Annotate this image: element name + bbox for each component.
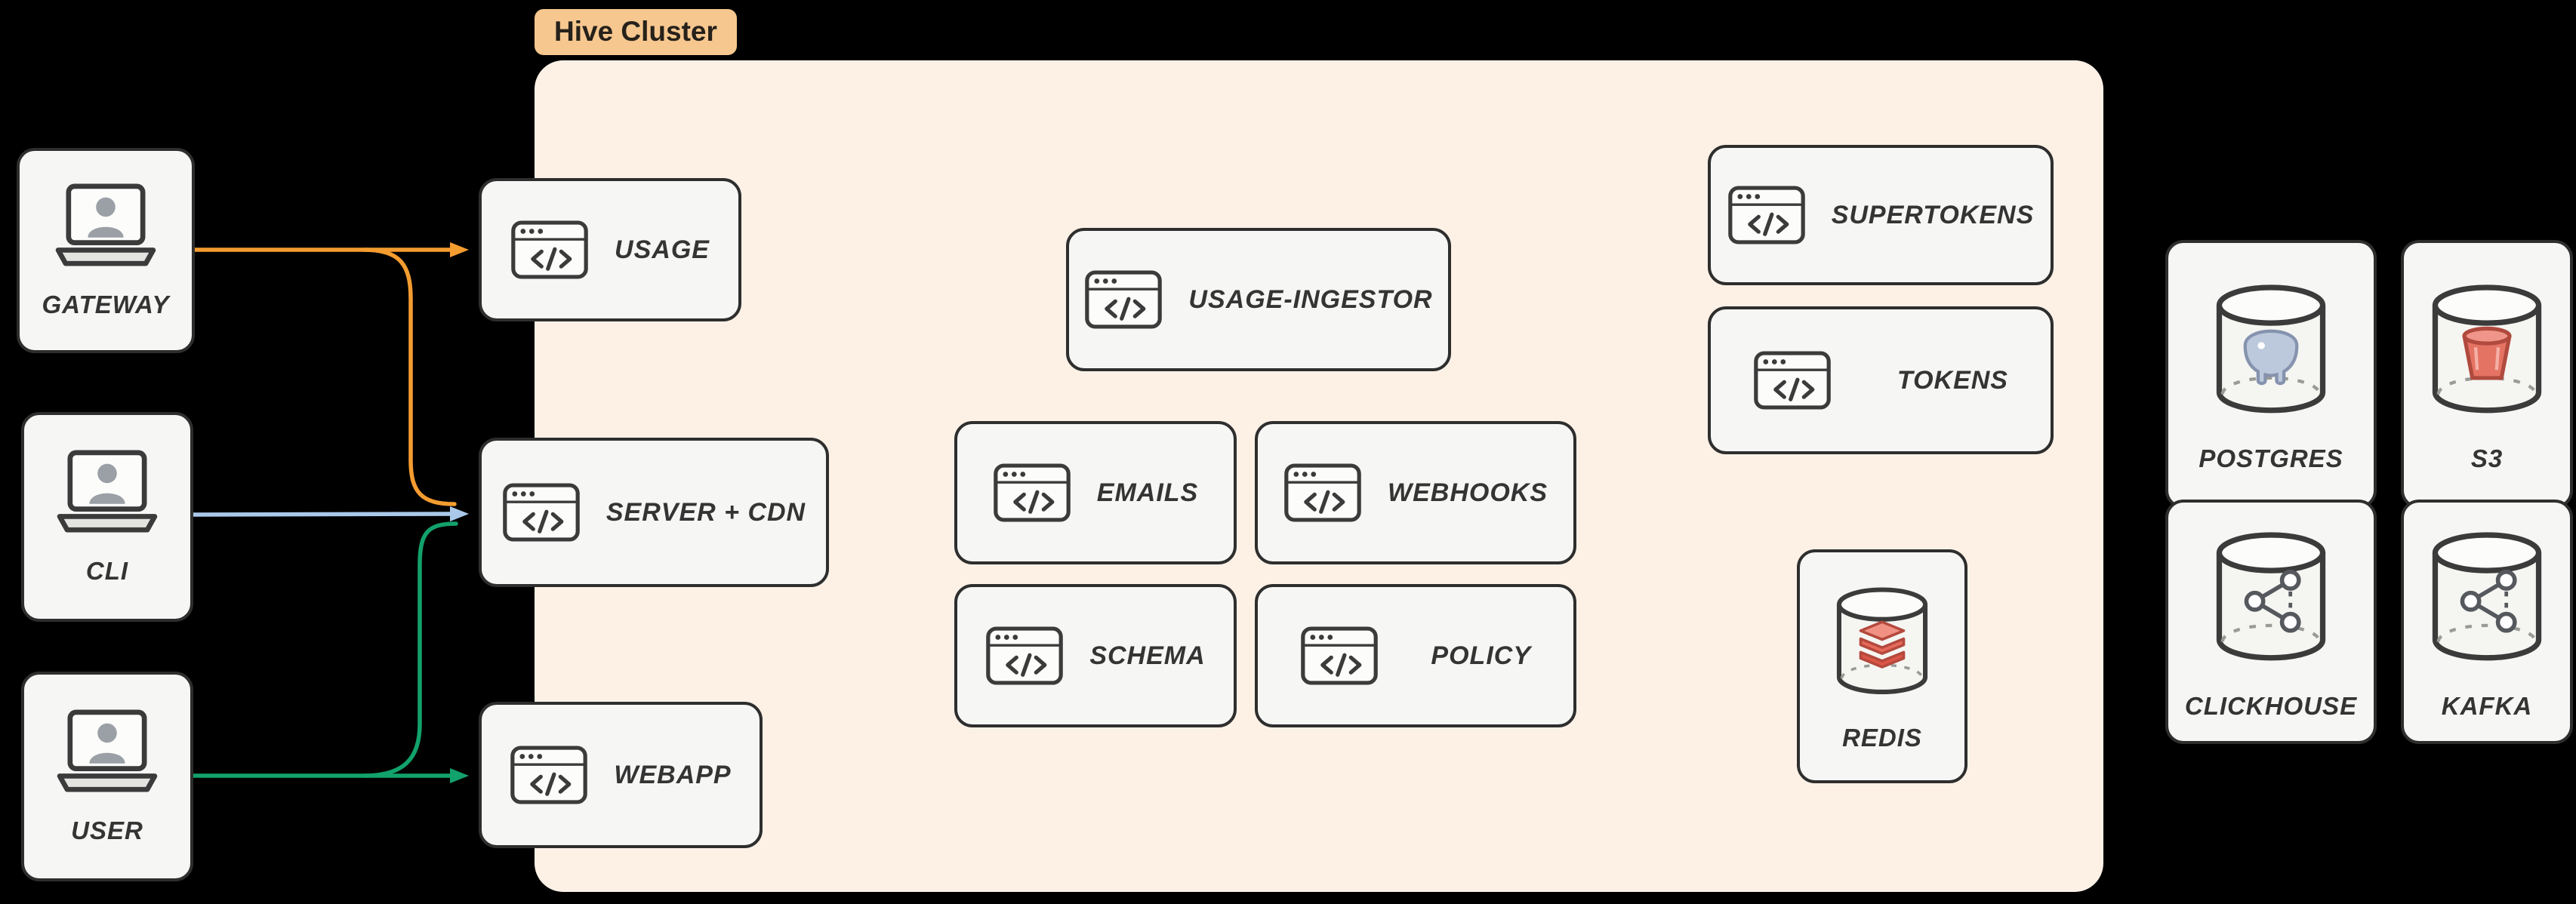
- service-label-policy: POLICY: [1431, 641, 1531, 670]
- code-window-icon: [1084, 269, 1163, 330]
- service-label-emails: EMAILS: [1096, 478, 1199, 507]
- node-graph-cylinder-icon: [2419, 524, 2555, 672]
- service-node-webhooks: WEBHOOKS: [1255, 421, 1576, 564]
- service-label-schema: SCHEMA: [1089, 641, 1206, 670]
- datastore-label-clickhouse: CLICKHOUSE: [2184, 691, 2358, 720]
- service-node-policy: POLICY: [1255, 584, 1576, 727]
- code-window-icon: [993, 463, 1071, 523]
- code-window-icon: [1300, 626, 1379, 686]
- s3-bucket-cylinder-icon: [2419, 276, 2555, 425]
- service-label-usage-ingestor: USAGE-INGESTOR: [1188, 284, 1433, 314]
- service-label-usage: USAGE: [615, 235, 710, 264]
- datastore-node-s3: S3: [2401, 240, 2573, 509]
- code-window-icon: [510, 220, 589, 280]
- datastore-label-kafka: KAFKA: [2441, 691, 2533, 720]
- edge-gateway-server-cdn: [362, 248, 457, 506]
- datastore-node-clickhouse: CLICKHOUSE: [2165, 500, 2377, 744]
- service-node-emails: EMAILS: [954, 421, 1237, 564]
- code-window-icon: [502, 482, 581, 543]
- service-node-usage-ingestor: USAGE-INGESTOR: [1066, 228, 1451, 371]
- client-node-user: USER: [21, 672, 193, 881]
- client-label-user: USER: [71, 816, 143, 844]
- client-label-cli: CLI: [85, 557, 129, 585]
- datastore-node-kafka: KAFKA: [2401, 500, 2573, 744]
- code-window-icon: [1283, 463, 1362, 523]
- service-node-server-cdn: SERVER + CDN: [479, 438, 829, 587]
- client-node-gateway: GATEWAY: [17, 148, 195, 353]
- code-window-icon: [510, 745, 588, 805]
- code-window-icon: [1727, 185, 1806, 245]
- service-node-tokens: TOKENS: [1708, 306, 2054, 454]
- service-label-server-cdn: SERVER + CDN: [605, 497, 806, 527]
- client-label-gateway: GATEWAY: [42, 291, 170, 318]
- datastore-label-s3: S3: [2470, 444, 2504, 472]
- edge-user-server-cdn: [362, 521, 458, 778]
- redis-stack-cylinder-icon: [1826, 580, 1939, 704]
- datastore-node-postgres: POSTGRES: [2165, 240, 2377, 509]
- service-node-webapp: WEBAPP: [479, 702, 763, 848]
- laptop-user-icon: [49, 182, 162, 271]
- service-label-supertokens: SUPERTOKENS: [1831, 200, 2035, 229]
- postgres-elephant-cylinder-icon: [2203, 276, 2339, 425]
- hive-cluster-tag: Hive Cluster: [535, 9, 737, 55]
- service-node-usage: USAGE: [479, 178, 741, 321]
- datastore-label-redis: REDIS: [1842, 724, 1922, 752]
- code-window-icon: [985, 626, 1064, 686]
- service-label-webhooks: WEBHOOKS: [1388, 478, 1548, 507]
- service-node-supertokens: SUPERTOKENS: [1708, 145, 2054, 285]
- node-graph-cylinder-icon: [2203, 524, 2339, 672]
- service-label-webapp: WEBAPP: [614, 760, 732, 789]
- service-node-schema: SCHEMA: [954, 584, 1237, 727]
- laptop-user-icon: [51, 448, 164, 537]
- edge-cli-server-cdn: [191, 506, 469, 522]
- code-window-icon: [1753, 350, 1832, 410]
- service-label-tokens: TOKENS: [1897, 365, 2008, 395]
- datastore-label-postgres: POSTGRES: [2199, 444, 2343, 472]
- laptop-user-icon: [51, 708, 164, 797]
- datastore-node-redis: REDIS: [1797, 549, 1967, 783]
- hive-cluster-tag-label: Hive Cluster: [554, 16, 717, 47]
- client-node-cli: CLI: [21, 412, 193, 622]
